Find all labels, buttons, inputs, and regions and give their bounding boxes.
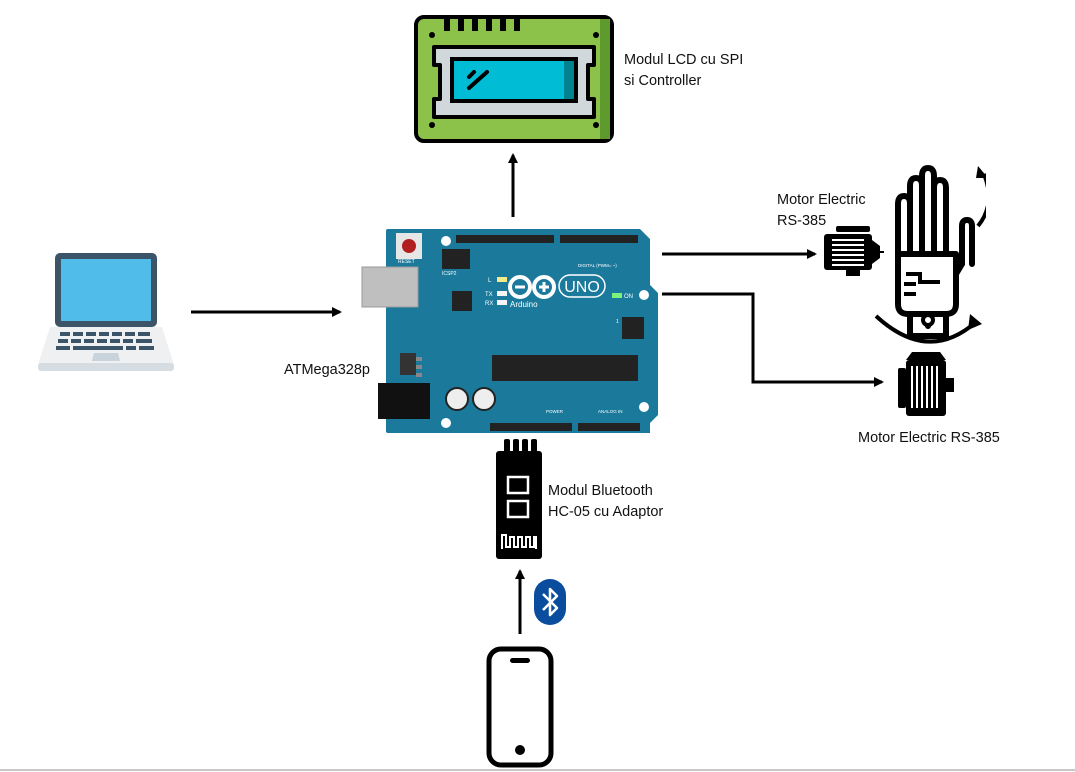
arduino-uno-board: UNO Arduino RESET ICSP2 L TX RX ON DIGIT… xyxy=(361,229,658,433)
dc-jack xyxy=(378,383,430,419)
reset-button[interactable] xyxy=(402,239,416,253)
rx-label: RX xyxy=(485,301,493,307)
atmega-label: ATMega328p xyxy=(284,360,372,381)
led-l-label: L xyxy=(488,278,492,284)
motor-top-label-line2: RS-385 xyxy=(777,213,827,229)
lcd-label-line1: Modul LCD cu SPI xyxy=(624,52,744,68)
atmega328p-chip xyxy=(492,355,638,381)
board-model-text: UNO xyxy=(564,279,600,296)
board-brand-text: Arduino xyxy=(510,300,538,309)
motor-bottom-icon xyxy=(898,352,954,416)
bluetooth-module-label-line2: HC-05 cu Adaptor xyxy=(548,504,664,520)
lcd-module-icon xyxy=(414,15,614,143)
bluetooth-module-label-line1: Modul Bluetooth xyxy=(548,483,653,499)
motor-bottom-label: Motor Electric RS-385 xyxy=(858,430,1000,446)
analog-header xyxy=(578,423,640,431)
reset-label: RESET xyxy=(398,259,415,265)
power-label: POWER xyxy=(546,409,564,414)
smartphone-icon xyxy=(486,646,554,768)
motor-top-icon xyxy=(824,226,884,276)
digital-label: DIGITAL (PWM= ~) xyxy=(578,263,617,268)
laptop-icon xyxy=(38,253,174,371)
motor-top-label-line1: Motor Electric xyxy=(777,192,866,208)
digital-header-right xyxy=(560,235,638,243)
icsp-pin1-label: 1 xyxy=(616,319,619,325)
bluetooth-module-icon xyxy=(496,439,542,559)
bottom-border xyxy=(0,769,1075,771)
power-header xyxy=(490,423,572,431)
digital-header-left xyxy=(456,235,554,243)
analog-label: ANALOG IN xyxy=(598,409,623,414)
on-label: ON xyxy=(624,294,633,300)
lcd-label-line2: si Controller xyxy=(624,73,702,89)
edge-arduino-to-motor-bottom xyxy=(662,292,884,387)
tx-label: TX xyxy=(485,292,493,298)
icsp-header xyxy=(622,317,644,339)
bluetooth-icon xyxy=(534,579,566,625)
icsp2-label: ICSP2 xyxy=(442,271,457,277)
usb-port xyxy=(362,267,418,307)
robotic-hand-icon xyxy=(874,165,986,344)
